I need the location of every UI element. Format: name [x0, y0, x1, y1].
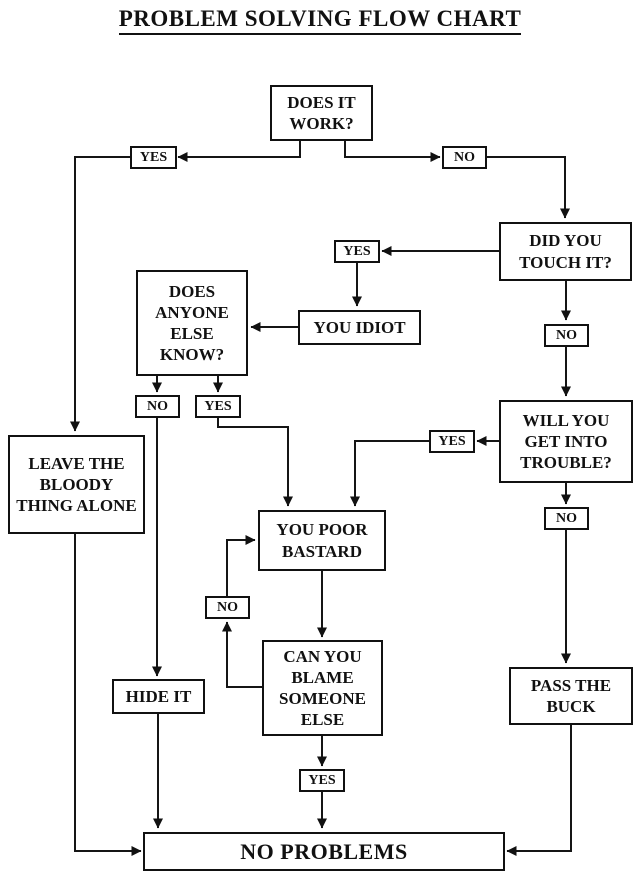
label-no-top: NO	[442, 146, 487, 169]
label-no-touch: NO	[544, 324, 589, 347]
label-no-blame: NO	[205, 596, 250, 619]
label-yes-trouble: YES	[429, 430, 475, 453]
label-no-trouble: NO	[544, 507, 589, 530]
label-yes-blame: YES	[299, 769, 345, 792]
node-can-you-blame-someone-else: CAN YOU BLAME SOMEONE ELSE	[262, 640, 383, 736]
node-pass-the-buck: PASS THE BUCK	[509, 667, 633, 725]
page-title: PROBLEM SOLVING FLOW CHART	[0, 6, 640, 35]
page-title-text: PROBLEM SOLVING FLOW CHART	[118, 6, 522, 35]
label-no-know: NO	[135, 395, 180, 418]
label-yes-know: YES	[195, 395, 241, 418]
node-does-anyone-else-know: DOES ANYONE ELSE KNOW?	[136, 270, 248, 376]
label-yes-touch: YES	[334, 240, 380, 263]
node-hide-it: HIDE IT	[112, 679, 205, 714]
node-you-idiot: YOU IDIOT	[298, 310, 421, 345]
label-yes-top: YES	[130, 146, 177, 169]
node-no-problems: NO PROBLEMS	[143, 832, 505, 871]
node-you-poor-bastard: YOU POOR BASTARD	[258, 510, 386, 571]
node-will-you-get-into-trouble: WILL YOU GET INTO TROUBLE?	[499, 400, 633, 483]
node-leave-the-bloody-thing-alone: LEAVE THE BLOODY THING ALONE	[8, 435, 145, 534]
node-did-you-touch-it: DID YOU TOUCH IT?	[499, 222, 632, 281]
node-does-it-work: DOES IT WORK?	[270, 85, 373, 141]
